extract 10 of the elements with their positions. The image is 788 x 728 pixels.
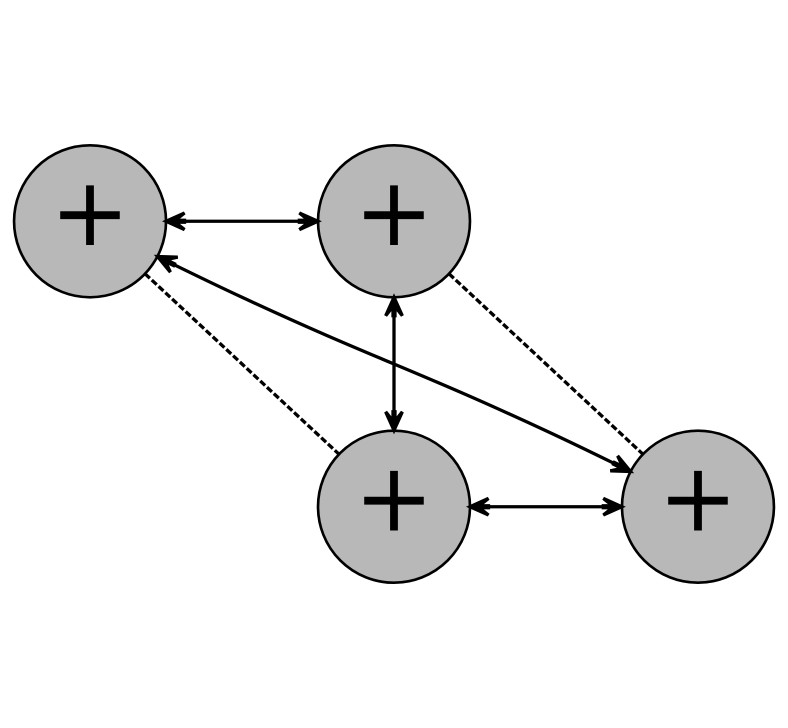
arrow (156, 254, 632, 474)
connector (448, 272, 644, 456)
arrow (468, 496, 624, 517)
connector (144, 272, 340, 456)
node-circle: + (620, 429, 776, 584)
node-circle: + (316, 429, 472, 584)
node-circle: + (12, 144, 168, 299)
node-circle: + (316, 144, 472, 299)
arrow (164, 211, 320, 232)
arrow (384, 296, 404, 432)
